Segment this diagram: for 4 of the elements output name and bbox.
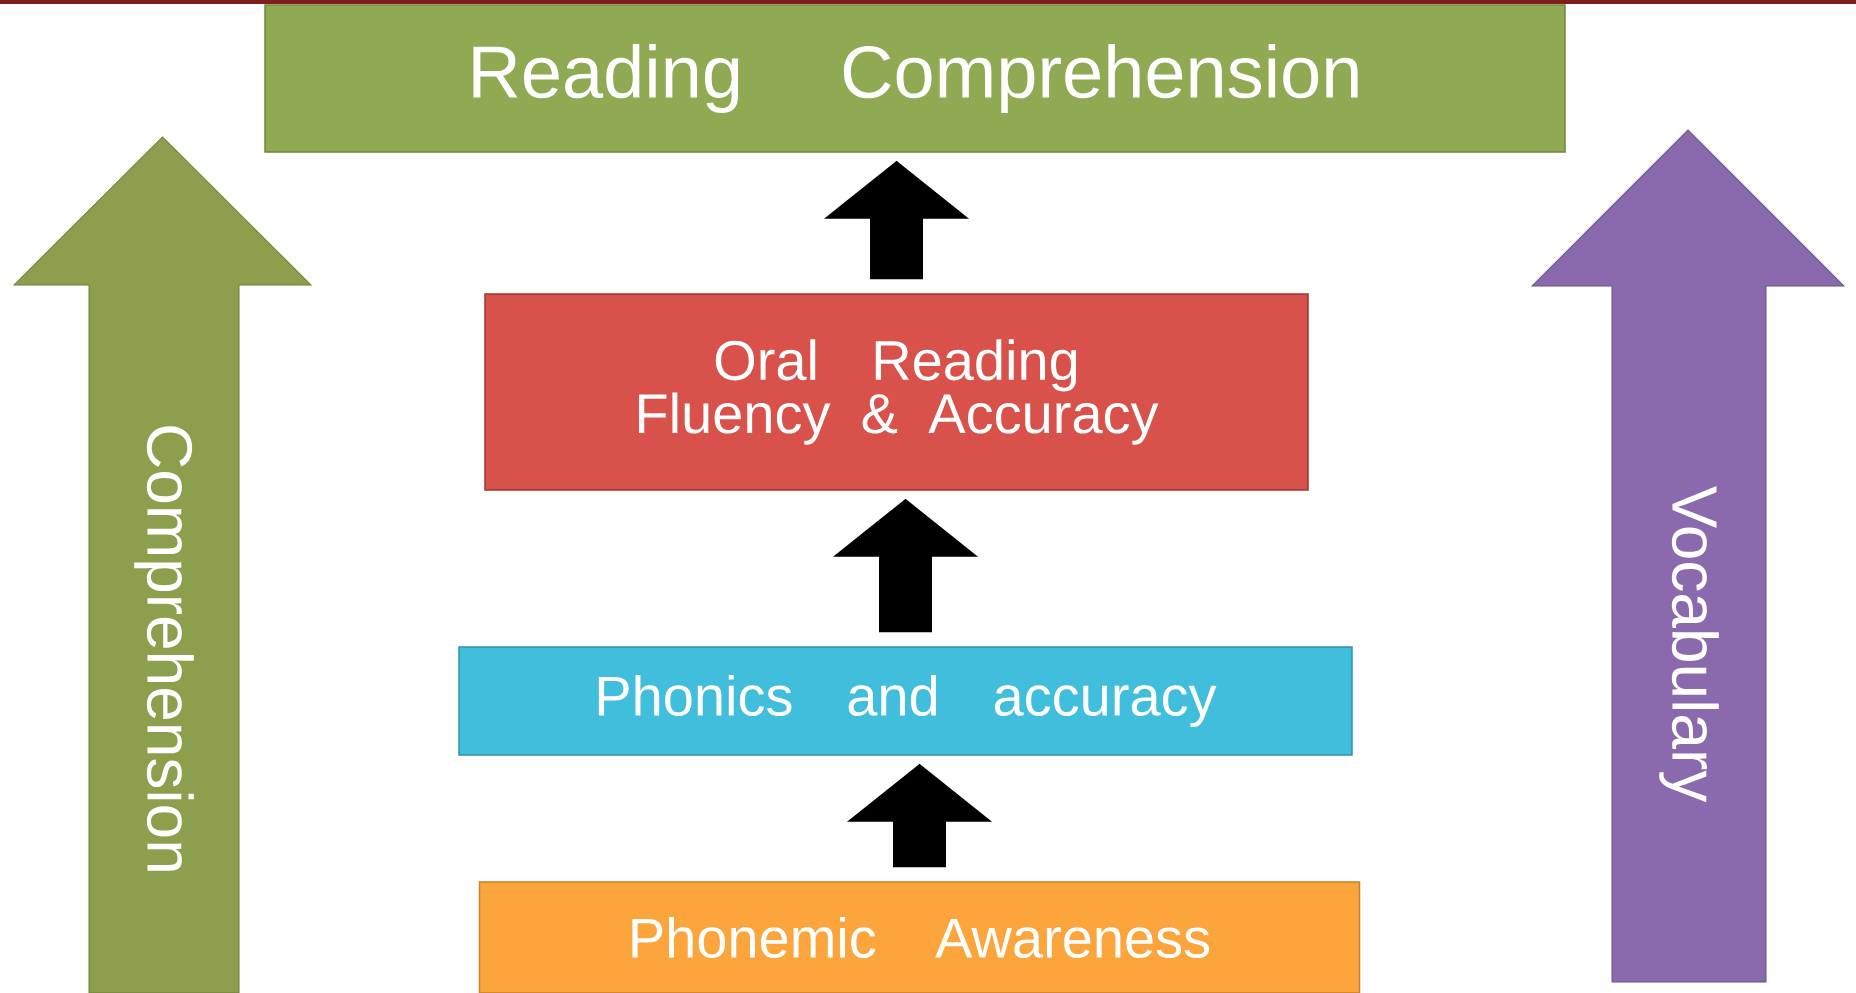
level-box: Oral Reading Fluency & Accuracy xyxy=(484,293,1309,491)
title-box: Reading Comprehension xyxy=(264,4,1566,153)
level-box: Phonics and accuracy xyxy=(458,646,1353,756)
level-box: Phonemic Awareness xyxy=(478,881,1361,993)
